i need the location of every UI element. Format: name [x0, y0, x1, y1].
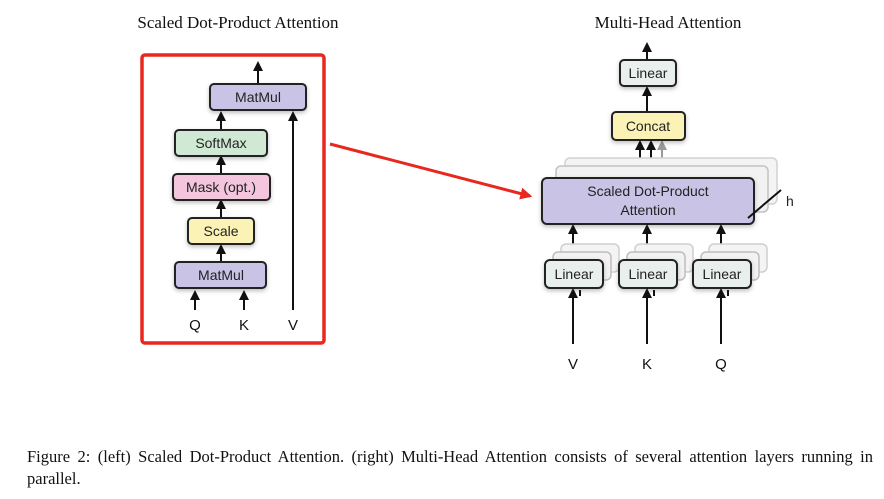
matmul-bottom-label: MatMul	[198, 267, 244, 283]
scale-box: Scale	[187, 217, 255, 245]
scaled-dot-product-attention-panel: Scaled Dot-Product Attention MatMul Soft…	[137, 13, 339, 345]
figure-caption: Figure 2: (left) Scaled Dot-Product Atte…	[27, 447, 873, 488]
multi-head-attention-panel: Multi-Head Attention Linear Concat Scale…	[541, 13, 794, 373]
matmul-bottom-box: MatMul	[174, 261, 267, 289]
q-label: Q	[189, 317, 201, 334]
linear-k-stack: Linear	[618, 243, 694, 289]
q-label-right: Q	[715, 356, 727, 373]
mask-label: Mask (opt.)	[186, 179, 256, 195]
attention-box: Scaled Dot-Product Attention	[541, 177, 755, 225]
linear-k-label: Linear	[629, 266, 668, 282]
heads-label: h	[786, 193, 794, 209]
attention-label-line1: Scaled Dot-Product	[587, 183, 709, 199]
v-label-right: V	[568, 356, 578, 373]
k-label: K	[239, 317, 249, 334]
softmax-box: SoftMax	[174, 129, 268, 157]
attention-label-line2: Attention	[620, 202, 675, 218]
k-label-right: K	[642, 356, 652, 373]
scale-label: Scale	[203, 223, 238, 239]
linear-q-stack: Linear	[692, 243, 768, 289]
linear-top-label: Linear	[629, 65, 668, 81]
left-panel-title: Scaled Dot-Product Attention	[137, 13, 339, 32]
linear-v-label: Linear	[555, 266, 594, 282]
linear-top-box: Linear	[619, 59, 677, 87]
connector-arrow	[329, 142, 533, 200]
linear-v-stack: Linear	[544, 243, 620, 289]
concat-label: Concat	[626, 118, 670, 134]
mask-box: Mask (opt.)	[172, 173, 271, 201]
concat-box: Concat	[611, 111, 686, 141]
matmul-top-box: MatMul	[209, 83, 307, 111]
matmul-top-label: MatMul	[235, 89, 281, 105]
linear-q-label: Linear	[703, 266, 742, 282]
softmax-label: SoftMax	[195, 135, 246, 151]
v-label: V	[288, 317, 298, 334]
highlight-frame	[140, 53, 326, 345]
right-panel-title: Multi-Head Attention	[595, 13, 742, 32]
heads-bracket	[747, 189, 782, 219]
